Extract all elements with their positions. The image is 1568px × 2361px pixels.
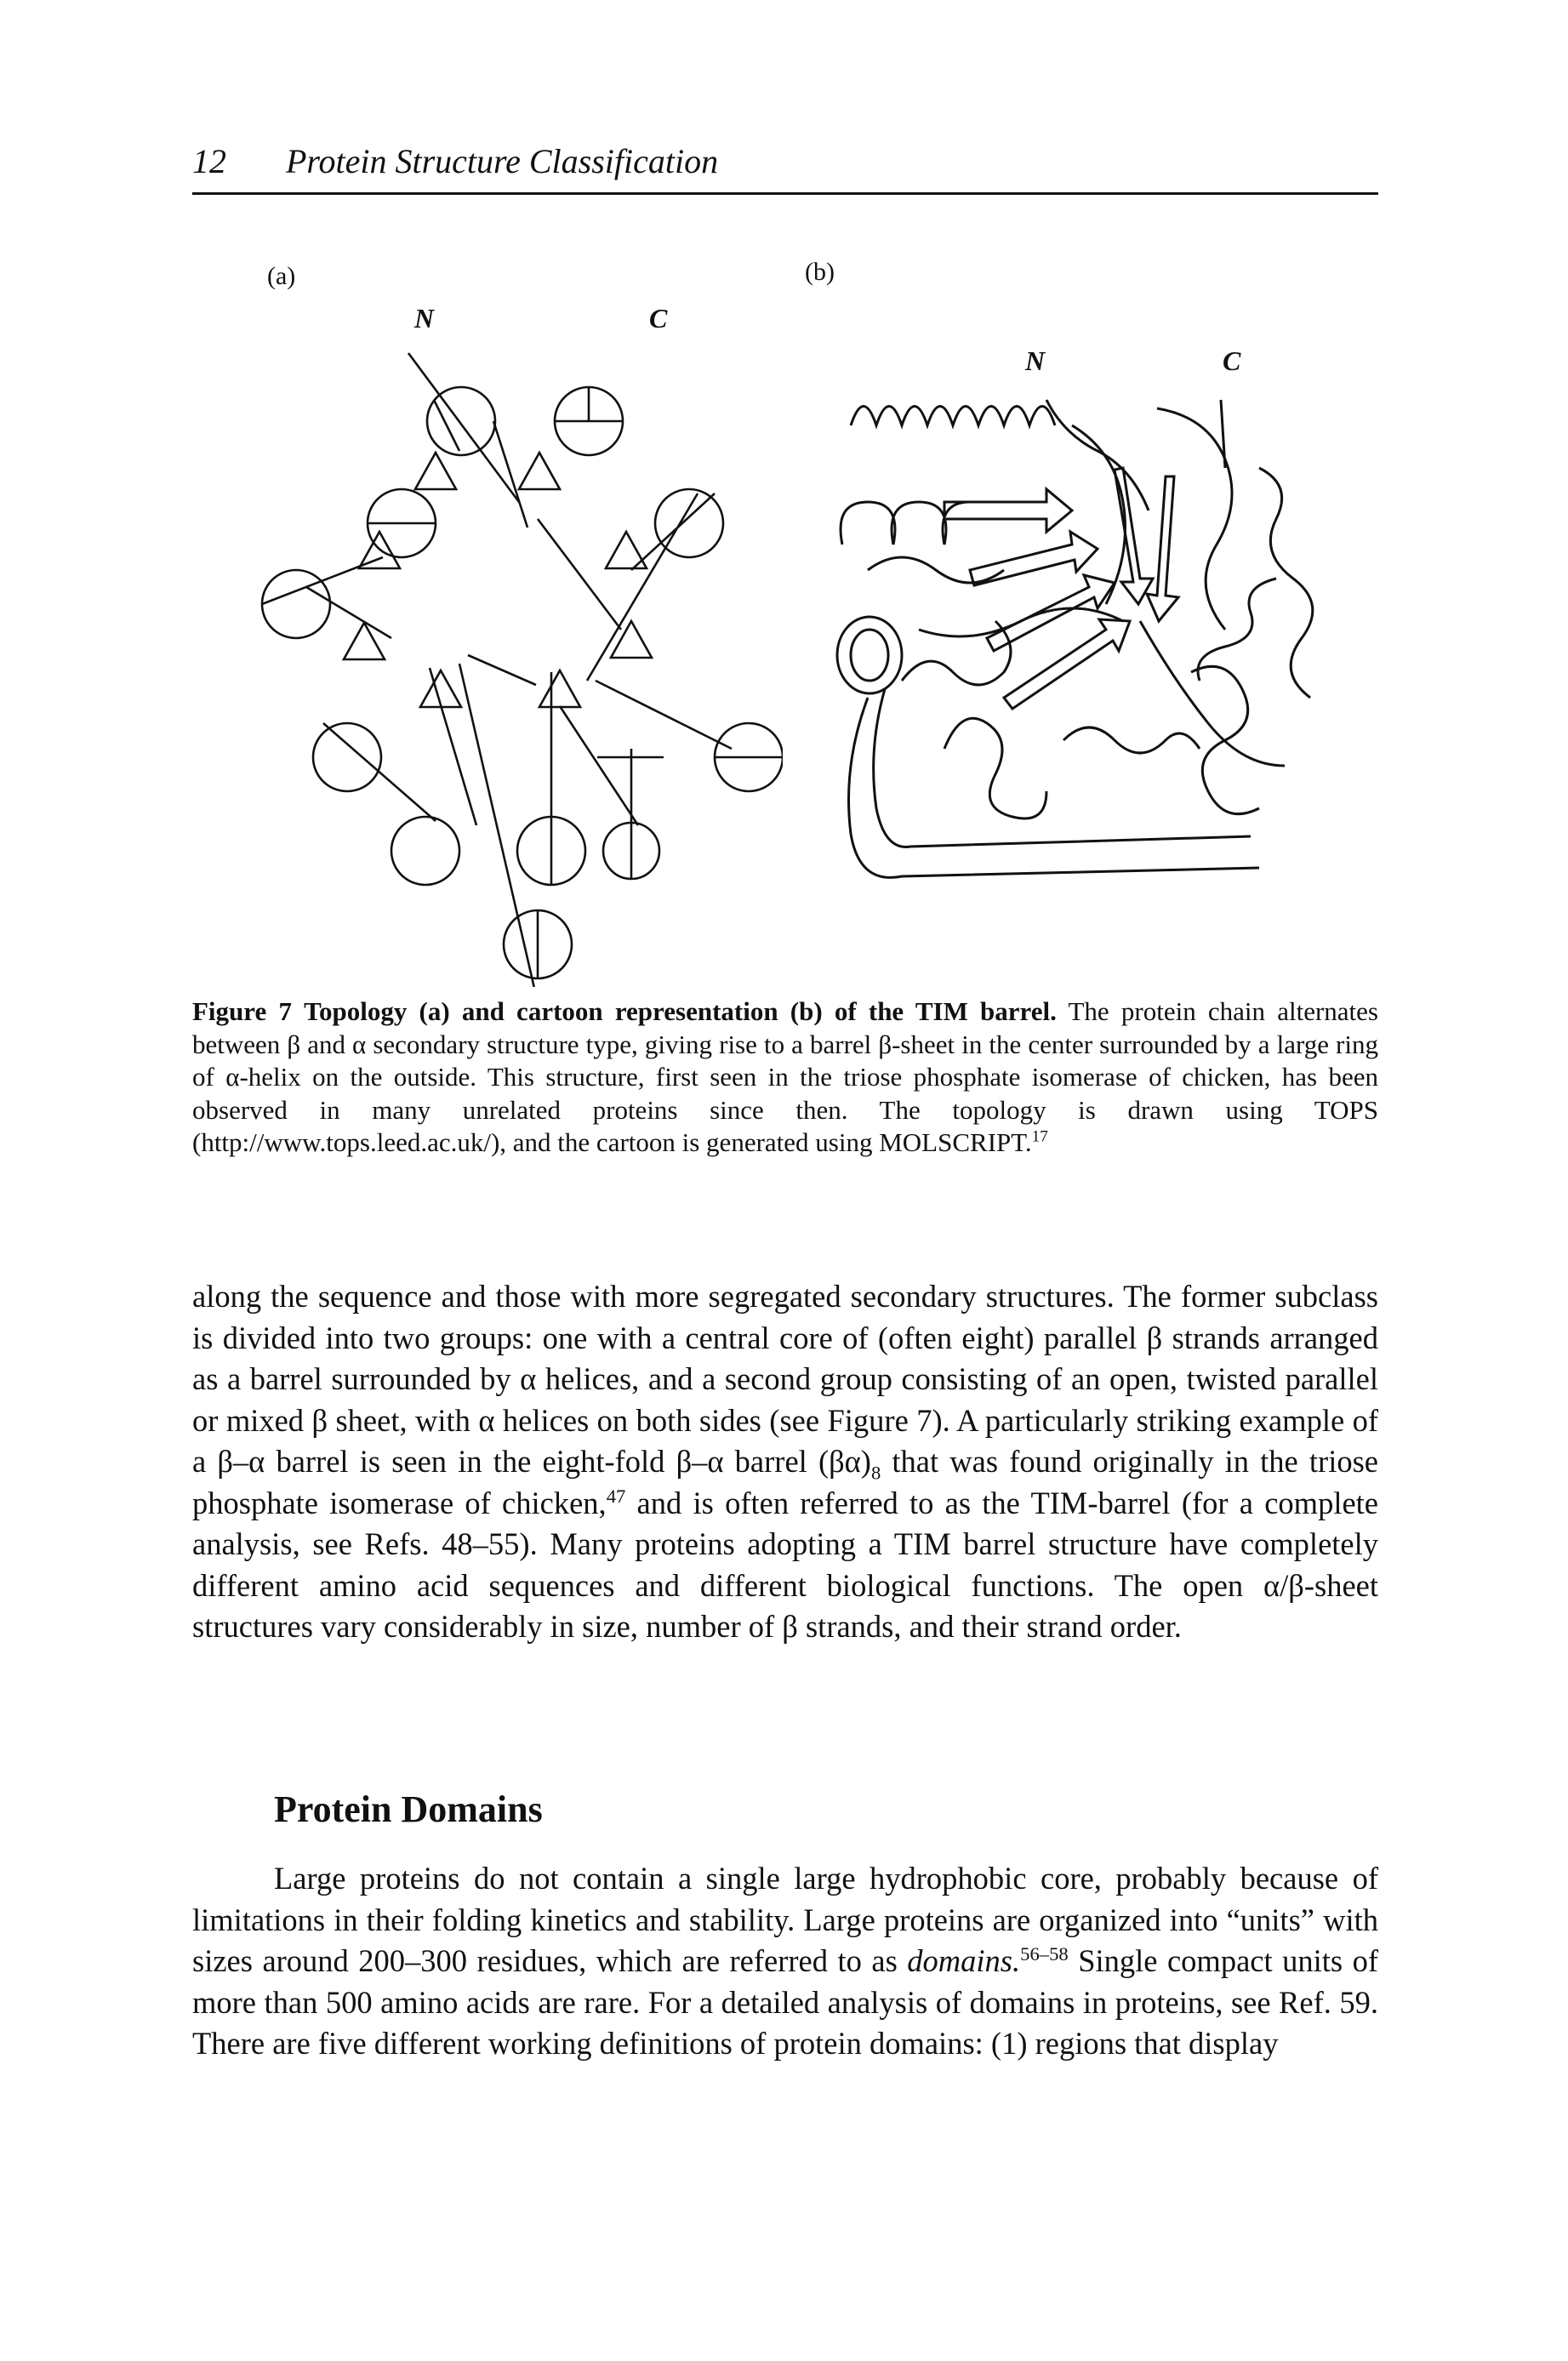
strand-arrow <box>984 573 1117 653</box>
coil-loop <box>1071 424 1126 605</box>
coil-loop <box>918 607 1124 638</box>
helix-ribbon <box>1062 726 1201 755</box>
coil-loop <box>847 697 1260 879</box>
figure-title: Topology (a) and cartoon representation … <box>304 996 1057 1026</box>
connection-lines <box>261 352 783 987</box>
coil-loop <box>1156 407 1234 630</box>
strand-triangle <box>537 668 583 709</box>
helix-ribbon <box>867 556 1005 585</box>
helix-ribbon <box>1258 466 1314 699</box>
body-text-run: Single compact units of more than 500 am… <box>192 1943 1378 2061</box>
helix-ribbon <box>839 500 971 545</box>
citation: 47 <box>606 1485 626 1507</box>
strand-triangle <box>413 450 459 491</box>
helix-circle <box>311 721 383 793</box>
coil-loop <box>1138 620 1286 767</box>
running-head: 12 Protein Structure Classification <box>192 145 1378 179</box>
helix-ribbons <box>835 405 1314 820</box>
coil-loop <box>1045 399 1150 511</box>
body-text-run: Large proteins do not contain a single l… <box>192 1861 1378 1978</box>
helix-circle <box>260 568 332 640</box>
figure-label: Figure 7 <box>192 996 292 1026</box>
helix-circle <box>425 385 497 457</box>
strand-triangle <box>356 529 402 570</box>
helix-circle <box>653 488 725 559</box>
strand-arrows <box>943 466 1181 711</box>
helix-ribbon <box>943 716 1048 820</box>
panel-a-label: (a) <box>267 262 296 290</box>
cartoon-c-label: C <box>1223 345 1241 376</box>
helix-ribbon <box>849 628 890 682</box>
coil-loop <box>872 688 1252 848</box>
helix-circles <box>260 385 783 980</box>
panel-b-label: (b) <box>805 258 835 286</box>
strand-arrow <box>1001 618 1132 711</box>
strand-triangle <box>516 450 562 491</box>
running-title: Protein Structure Classification <box>286 142 719 180</box>
helix-ribbon <box>1196 577 1277 681</box>
strand-triangle <box>608 619 654 659</box>
coil-loop <box>1219 399 1227 469</box>
citation: 56–58 <box>1020 1942 1069 1965</box>
topology-n-label: N <box>414 303 435 334</box>
section-heading: Protein Domains <box>274 1788 543 1830</box>
strand-arrow <box>943 486 1075 535</box>
helix-ribbon <box>849 405 1057 430</box>
emphasis: domains. <box>907 1943 1021 1978</box>
body-paragraph: Large proteins do not contain a single l… <box>192 1858 1378 2065</box>
caption-ref: 17 <box>1031 1127 1048 1146</box>
body-paragraph: along the sequence and those with more s… <box>192 1276 1378 1648</box>
strand-arrow <box>1113 466 1155 607</box>
caption-text: The protein chain alternates between β a… <box>192 996 1378 1157</box>
helix-circle <box>390 815 461 887</box>
tim-barrel-cartoon <box>835 399 1314 879</box>
subscript: 8 <box>870 1462 881 1484</box>
body-text-run: and is often referred to as the TIM-barr… <box>192 1485 1379 1645</box>
helix-ribbon <box>835 615 904 695</box>
helix-ribbon <box>900 619 1012 687</box>
figure-caption: Figure 7 Topology (a) and cartoon repres… <box>192 995 1378 1160</box>
strand-arrow <box>968 529 1100 587</box>
body-text-run: that was found originally in the triose … <box>192 1444 1378 1520</box>
header-rule <box>192 192 1378 195</box>
topology-c-label: C <box>649 303 668 334</box>
coil-loops <box>847 399 1286 879</box>
strand-arrow <box>1144 475 1181 624</box>
topology-diagram <box>260 352 783 987</box>
body-text-run: along the sequence and those with more s… <box>192 1279 1378 1479</box>
strand-triangle <box>603 529 649 570</box>
page-number: 12 <box>192 142 226 180</box>
strand-triangle <box>341 620 387 661</box>
cartoon-n-label: N <box>1025 345 1046 376</box>
